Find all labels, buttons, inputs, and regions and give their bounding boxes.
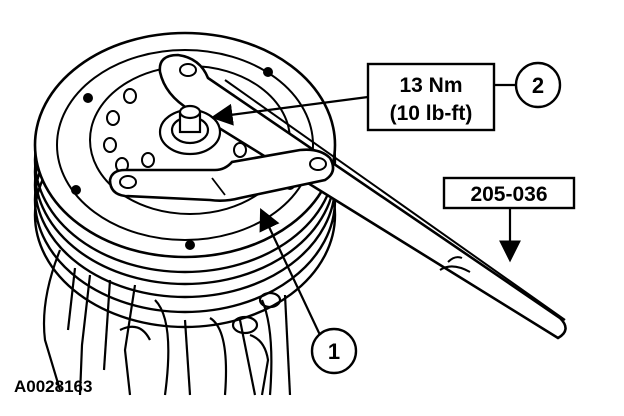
spanner-tool-1 (108, 148, 335, 202)
pulley-inner-rim (56, 49, 314, 241)
tool-1-leader-line (259, 208, 321, 336)
torque-leader-line (210, 95, 369, 126)
hub-nut (158, 104, 222, 156)
callout-2-number: 2 (532, 73, 544, 98)
tool-number-box (442, 176, 576, 210)
tool-number: 205-036 (470, 183, 547, 206)
torque-label-box (366, 62, 496, 132)
torque-value-nm: 13 Nm (399, 74, 462, 97)
callout-2-circle (514, 61, 562, 109)
callout-1-number: 1 (328, 339, 340, 364)
compressor-body (42, 249, 292, 396)
holding-tool-205-036 (158, 53, 567, 340)
torque-value-lbft: (10 lb-ft) (390, 102, 473, 125)
figure-id: A0028163 (14, 377, 92, 396)
callout-1-circle (310, 327, 358, 375)
